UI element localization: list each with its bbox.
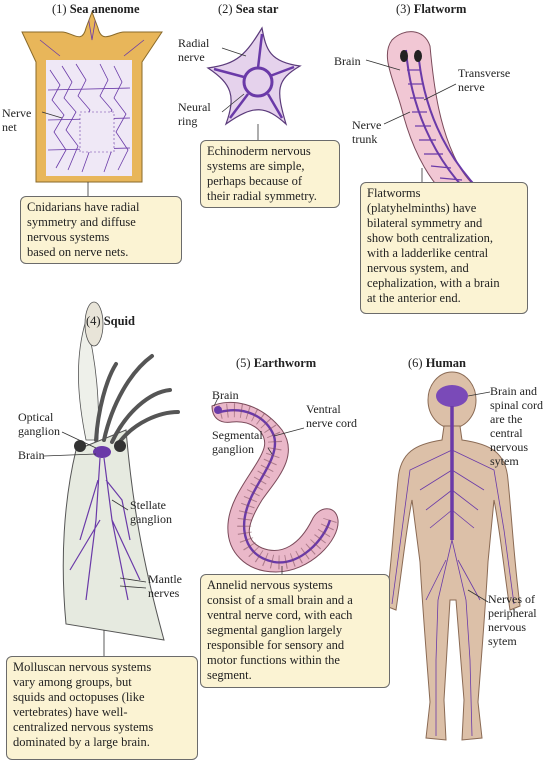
- caption-flatworm: Flatworms (platyhelminths) have bilatera…: [360, 182, 528, 314]
- label-earthworm-brain: Brain: [212, 388, 239, 402]
- panel-title-human: (6) Human: [408, 356, 466, 370]
- caption-squid: Molluscan nervous systems vary among gro…: [6, 656, 198, 760]
- label-radial-nerve: Radial nerve: [178, 36, 210, 64]
- label-brain-spinal-cord: Brain and spinal cord are the central ne…: [490, 384, 543, 468]
- label-neural-ring: Neural ring: [178, 100, 211, 128]
- label-transverse-nerve: Transverse nerve: [458, 66, 511, 94]
- label-segmental-ganglion: Segmental ganglion: [212, 428, 263, 456]
- label-ventral-nerve-cord: Ventral nerve cord: [306, 402, 357, 430]
- earthworm-figure: [211, 397, 339, 574]
- human-peripheral-nerves: [391, 449, 515, 737]
- caption-earthworm: Annelid nervous systems consist of a sma…: [200, 574, 390, 688]
- squid-figure: [43, 301, 180, 656]
- label-mantle-nerves: Mantle nerves: [148, 572, 182, 600]
- panel-title-seastar: (2) Sea star: [218, 2, 279, 16]
- label-nerve-trunk: Nerve trunk: [352, 118, 382, 146]
- panel-title-anemone: (1) Sea anenome: [52, 2, 140, 16]
- caption-seastar: Echinoderm nervous systems are simple, p…: [200, 140, 340, 208]
- panel-title-earthworm: (5) Earthworm: [236, 356, 317, 370]
- sea-star-figure: [206, 26, 302, 140]
- sea-anemone-figure: [21, 10, 163, 196]
- label-flatworm-brain: Brain: [334, 54, 361, 68]
- label-nerve-net: Nerve net: [2, 106, 32, 134]
- label-peripheral-nerves: Nerves of peripheral nervous sytem: [488, 592, 537, 648]
- caption-anemone: Cnidarians have radial symmetry and diff…: [20, 196, 182, 264]
- label-squid-brain: Brain: [18, 448, 45, 462]
- label-stellate-ganglion: Stellate ganglion: [130, 498, 172, 526]
- human-figure: [385, 371, 521, 741]
- flatworm-transverse-nerves: [407, 69, 477, 193]
- label-optical-ganglion: Optical ganglion: [18, 410, 60, 438]
- panel-title-flatworm: (3) Flatworm: [396, 2, 467, 16]
- panel-title-squid: (4) Squid: [86, 314, 135, 328]
